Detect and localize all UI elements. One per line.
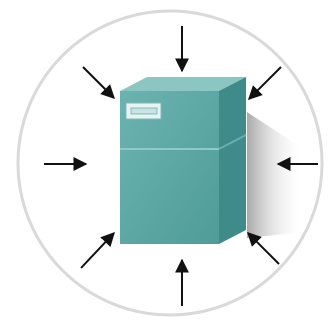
server-device xyxy=(120,77,246,244)
device-side-face xyxy=(219,77,246,244)
device-label-slot xyxy=(131,108,157,114)
